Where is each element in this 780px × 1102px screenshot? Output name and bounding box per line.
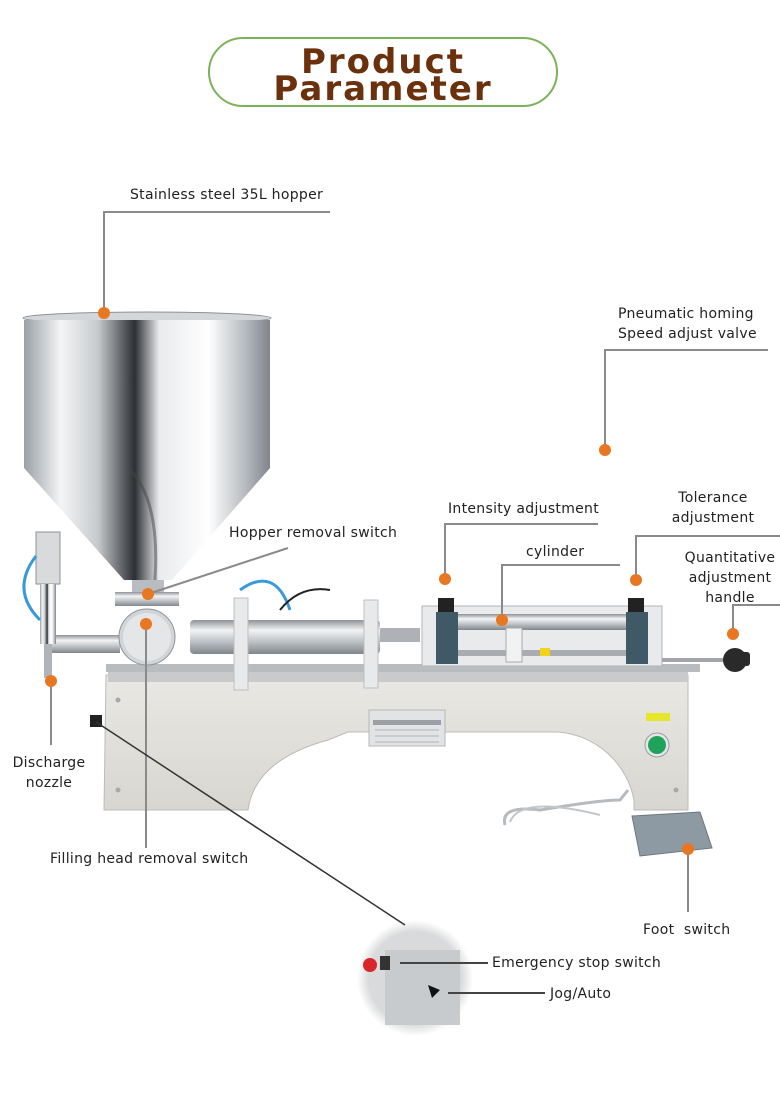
label-emergency-stop: Emergency stop switch [492, 955, 662, 971]
marker-tolerance [630, 574, 642, 586]
label-filling-head-removal: Filling head removal switch [50, 851, 249, 867]
label-pneumatic-line1: Pneumatic homing [618, 306, 754, 322]
label-pneumatic-line2: Speed adjust valve [618, 326, 757, 342]
marker-hopper [98, 307, 110, 319]
leader-intensity [444, 523, 598, 579]
marker-quant-handle [727, 628, 739, 640]
jog-auto-key-switch [428, 985, 440, 998]
screw [115, 787, 121, 793]
label-foot-switch: Foot switch [643, 922, 731, 938]
label-discharge-line1: Discharge [12, 755, 86, 771]
marker-hopper-removal [142, 588, 154, 600]
label-intensity: Intensity adjustment [448, 501, 600, 517]
marker-discharge [45, 675, 57, 687]
hopper [22, 311, 272, 592]
leader-inset [95, 721, 406, 926]
leader-hopper-removal [147, 547, 289, 595]
title-line-parameter: Parameter [273, 69, 493, 109]
marker-foot-switch [682, 843, 694, 855]
leader-quant-handle [732, 604, 780, 634]
title-line-product: Product [301, 42, 465, 82]
power-label-plate [646, 713, 670, 721]
control-panel-inset [357, 920, 473, 1036]
machine-base [103, 664, 700, 811]
nameplate [368, 709, 446, 747]
label-tolerance-line1: Tolerance [678, 490, 748, 506]
emergency-stop-button [363, 958, 377, 972]
label-hopper-removal: Hopper removal switch [229, 525, 398, 541]
label-cylinder: cylinder [526, 544, 585, 560]
label-tolerance-line2: adjustment [671, 510, 755, 526]
leader-lines [50, 211, 780, 994]
marker-cylinder [496, 614, 508, 626]
label-hopper: Stainless steel 35L hopper [130, 187, 324, 203]
label-jog-auto: Jog/Auto [550, 986, 612, 1002]
leader-tolerance [635, 535, 780, 580]
marker-pneumatic [599, 444, 611, 456]
power-button [648, 736, 666, 754]
leader-cylinder [501, 564, 620, 620]
label-quant-line1: Quantitative [684, 550, 776, 566]
section-title-badge: Product Parameter [208, 37, 558, 107]
label-quant-line2: adjustment [688, 570, 772, 586]
marker-filling-head [140, 618, 152, 630]
base-top-edge [106, 664, 700, 672]
label-quant-line3: handle [705, 590, 755, 606]
screw [673, 787, 679, 793]
filling-head [22, 531, 420, 691]
screw [115, 697, 121, 703]
pneumatic-cylinder [421, 598, 750, 672]
label-discharge-line2: nozzle [25, 775, 73, 791]
marker-intensity [439, 573, 451, 585]
markers [45, 307, 739, 855]
air-tube [22, 555, 42, 622]
leader-pneumatic [604, 349, 768, 450]
leader-hopper [103, 211, 330, 313]
air-hose [279, 588, 331, 611]
